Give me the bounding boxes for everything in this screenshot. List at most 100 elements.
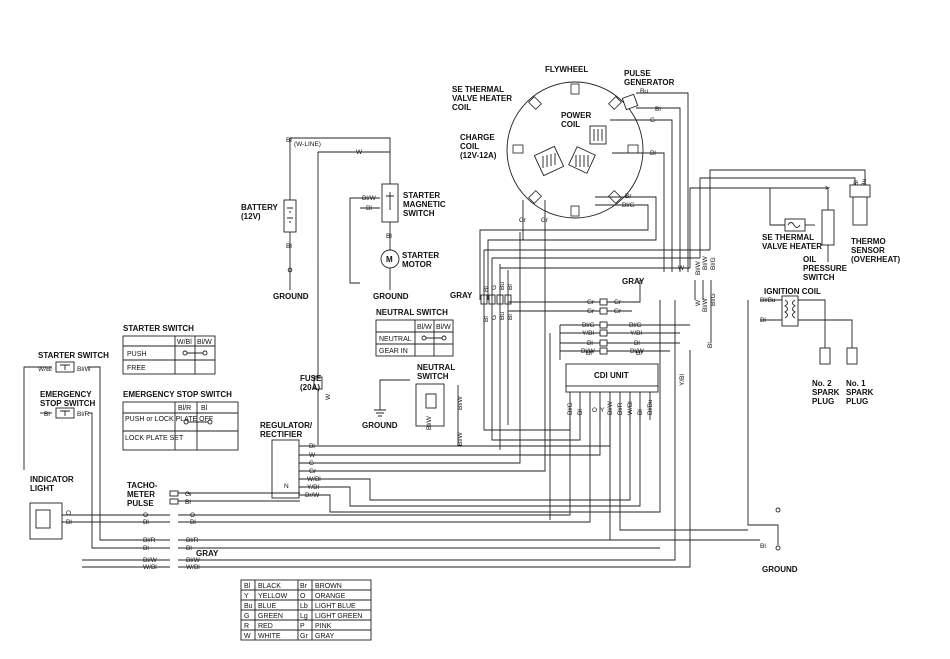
neutral-switch: NEUTRAL SWITCH Bl/W Bl/W Bl/W — [415, 363, 464, 446]
svg-text:Bl: Bl — [386, 233, 392, 240]
svg-text:WHITE: WHITE — [258, 633, 281, 640]
starter-switch: STARTER SWITCH W/Bl Bl/W — [38, 351, 109, 373]
starter-motor-label: STARTER — [402, 251, 439, 260]
svg-text:W: W — [678, 265, 685, 272]
svg-text:Bl/G: Bl/G — [710, 293, 717, 306]
svg-text:Bl/W: Bl/W — [143, 557, 158, 564]
fuse-label: FUSE — [300, 374, 322, 383]
svg-text:Bl/R: Bl/R — [77, 411, 90, 418]
svg-text:Br/W: Br/W — [305, 492, 320, 499]
right-ground: GROUND — [762, 507, 798, 574]
flywheel-wires — [479, 92, 689, 300]
gray-label-bottom: GRAY — [196, 549, 219, 558]
pulse-generator: PULSE GENERATOR — [621, 69, 675, 111]
cdi-unit: CDI UNIT — [565, 363, 659, 420]
thermo-sensor: THERMO SENSOR (OVERHEAT) — [849, 184, 901, 264]
svg-text:W/Bl: W/Bl — [307, 476, 321, 483]
svg-text:W: W — [244, 633, 251, 640]
svg-text:Bl: Bl — [587, 340, 593, 347]
svg-text:GREEN: GREEN — [258, 613, 283, 620]
emergency-label-2: STOP SWITCH — [40, 399, 95, 408]
svg-text:W: W — [356, 149, 363, 156]
svg-text:Br: Br — [636, 350, 643, 357]
oil-pressure-switch: OIL PRESSURE SWITCH — [803, 209, 848, 282]
regulator-label: REGULATOR/ — [260, 421, 313, 430]
svg-text:Bl: Bl — [707, 342, 714, 348]
neutral-switch-label: NEUTRAL — [417, 363, 455, 372]
svg-text:Bl: Bl — [186, 545, 192, 552]
svg-text:Bl/W: Bl/W — [457, 395, 464, 410]
se-thermal-heater: SE THERMAL VALVE HEATER — [762, 218, 822, 251]
legend-row-1: Y YELLOW O ORANGE — [244, 593, 346, 600]
battery-label: BATTERY — [241, 203, 279, 212]
svg-text:W/Bl: W/Bl — [186, 564, 200, 571]
center-wiring — [483, 249, 710, 520]
w-line-label: (W-LINE) — [294, 141, 321, 148]
se-coil-label-2: VALVE HEATER — [452, 94, 512, 103]
plug1-label: No. 1 — [846, 379, 866, 388]
svg-text:LIGHT GREEN: LIGHT GREEN — [315, 613, 362, 620]
svg-text:Bl: Bl — [655, 106, 661, 113]
charge-coil-label-2: COIL — [460, 142, 479, 151]
svg-text:Bl/Bu: Bl/Bu — [760, 297, 776, 304]
svg-text:Bl: Bl — [650, 150, 656, 157]
starter-switch-table: STARTER SWITCH W/Bl Bl/W PUSH FREE — [122, 324, 216, 375]
svg-text:Bu: Bu — [499, 282, 506, 290]
svg-text:W/Bl: W/Bl — [143, 564, 157, 571]
plug2-label: No. 2 — [812, 379, 832, 388]
svg-text:Bl/W: Bl/W — [702, 297, 709, 312]
neutral-switch-table: NEUTRAL SWITCH Bl/W Bl/W NEUTRAL GEAR IN — [375, 308, 454, 357]
svg-text:GRAY: GRAY — [315, 633, 335, 640]
svg-text:Gr: Gr — [587, 308, 595, 315]
svg-text:M: M — [386, 255, 393, 264]
svg-text:Bl/Bu: Bl/Bu — [647, 399, 654, 415]
svg-text:Bl/R: Bl/R — [617, 402, 624, 415]
fuse-rating: (20A) — [300, 383, 320, 392]
battery-rating: (12V) — [241, 212, 261, 221]
thermo-label-2: SENSOR — [851, 246, 885, 255]
svg-text:Bl/G: Bl/G — [567, 402, 574, 415]
svg-text:Bl/W: Bl/W — [581, 348, 596, 355]
svg-text:W/Bl: W/Bl — [627, 401, 634, 415]
svg-text:Bl: Bl — [286, 137, 292, 144]
svg-text:Bl/R: Bl/R — [186, 537, 199, 544]
svg-text:O: O — [143, 512, 148, 519]
plug2-label-3: PLUG — [812, 397, 834, 406]
svg-text:Bl: Bl — [507, 284, 514, 290]
svg-text:Bl: Bl — [634, 340, 640, 347]
svg-text:Gr: Gr — [614, 308, 622, 315]
svg-text:Bl/W: Bl/W — [197, 339, 212, 346]
svg-text:G: G — [491, 285, 498, 290]
battery-ground-label: GROUND — [273, 292, 309, 301]
starter-switch-label-3: SWITCH — [403, 209, 435, 218]
starter-switch-label-left: STARTER SWITCH — [38, 351, 109, 360]
svg-text:Bl: Bl — [577, 409, 584, 415]
battery-wires — [289, 137, 391, 290]
gray-connectors: GRAY GRAY — [450, 277, 645, 355]
charge-coil: CHARGE COIL (12V-12A) — [460, 133, 565, 177]
svg-text:P: P — [300, 623, 305, 630]
left-wiring — [23, 300, 691, 568]
svg-text:W: W — [325, 393, 332, 400]
legend-row-3: G GREEN Lg LIGHT GREEN — [244, 613, 362, 620]
svg-text:Bl/W: Bl/W — [436, 324, 451, 331]
legend-row-4: R RED P PINK — [244, 623, 332, 630]
svg-text:PUSH: PUSH — [127, 351, 146, 358]
svg-text:Bl: Bl — [286, 243, 292, 250]
svg-text:O: O — [66, 510, 71, 517]
right-ground-label: GROUND — [762, 565, 798, 574]
svg-text:Y: Y — [600, 407, 605, 414]
svg-text:Bl/W: Bl/W — [607, 400, 614, 415]
svg-text:W/Bl: W/Bl — [38, 366, 52, 373]
svg-text:Y/Bl: Y/Bl — [630, 330, 642, 337]
svg-text:BLACK: BLACK — [258, 583, 281, 590]
svg-text:Gr: Gr — [185, 491, 193, 498]
se-coil-label-3: COIL — [452, 103, 471, 112]
cdi-unit-label: CDI UNIT — [594, 371, 629, 380]
starter-switch-label: STARTER — [403, 191, 440, 200]
svg-text:GEAR IN: GEAR IN — [379, 348, 408, 355]
se-coil-label: SE THERMAL — [452, 85, 504, 94]
starter-motor-label-2: MOTOR — [402, 260, 432, 269]
svg-text:Bl: Bl — [143, 519, 149, 526]
oil-label-3: SWITCH — [803, 273, 835, 282]
